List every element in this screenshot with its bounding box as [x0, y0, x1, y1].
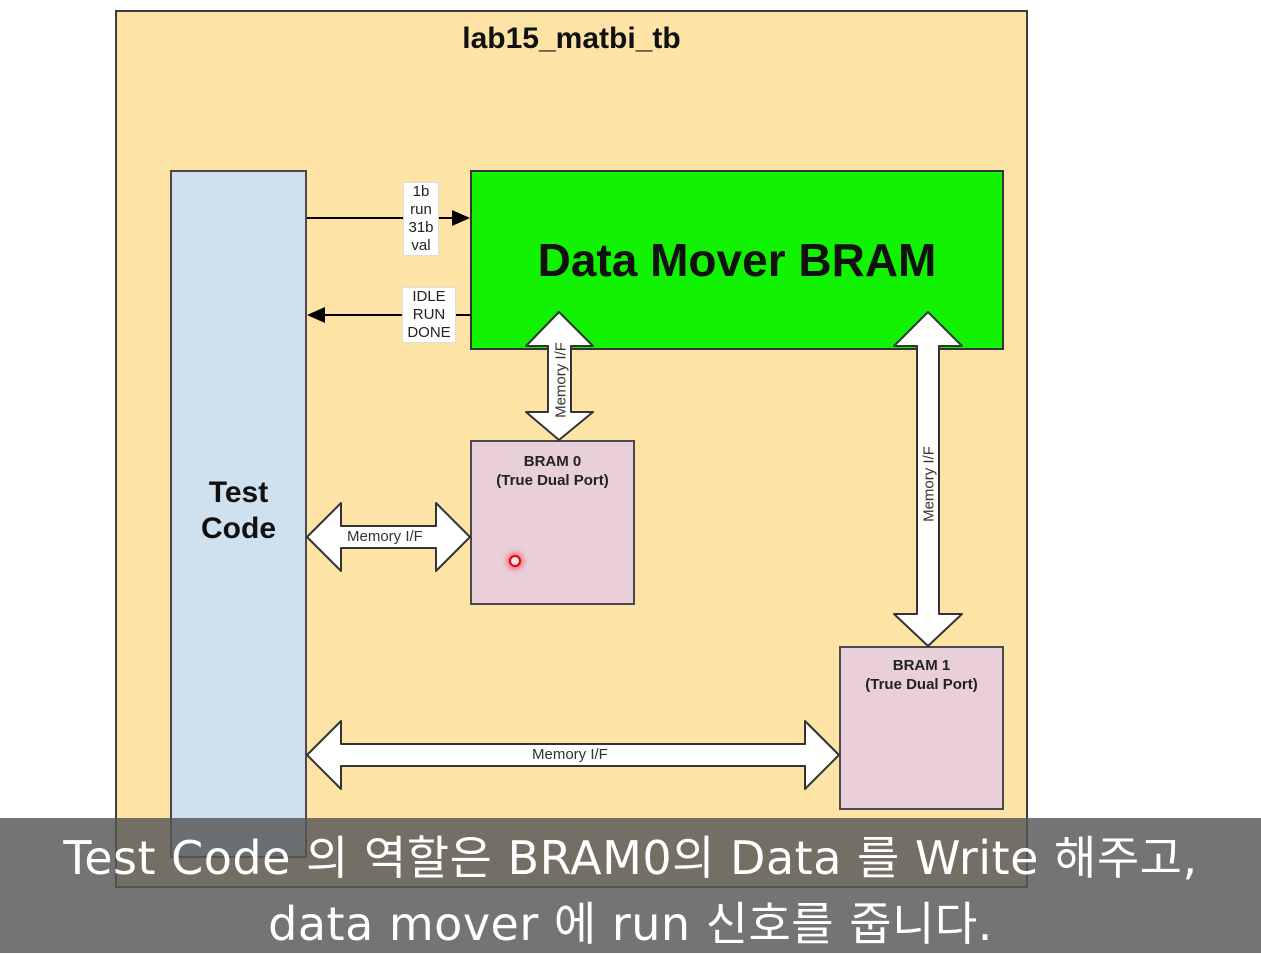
test-code-label: Test Code — [170, 475, 307, 547]
state-signal-label-line: DONE — [407, 324, 451, 341]
testcode-bram0-memory-arrow — [306, 502, 471, 572]
memory-if-label-mover-bram1: Memory I/F — [920, 446, 938, 522]
run-signal-label-line: 1b — [412, 183, 430, 200]
bram1-block — [839, 646, 1004, 810]
bram0-label: BRAM 0 (True Dual Port) — [470, 452, 635, 490]
memory-if-label-bram1: Memory I/F — [532, 746, 608, 763]
data-mover-label: Data Mover BRAM — [537, 234, 937, 286]
subtitle-line-1: Test Code 의 역할은 BRAM0의 Data 를 Write 해주고, — [63, 831, 1198, 885]
run-signal-label-line: val — [411, 237, 431, 254]
pointer-cursor-icon — [509, 555, 521, 567]
diagram-title: lab15_matbi_tb — [462, 22, 681, 55]
bram0-block — [470, 440, 635, 605]
run-signal-label-line: run — [410, 201, 432, 218]
run-signal-arrowhead — [452, 210, 470, 226]
testcode-bram1-memory-arrow — [306, 720, 840, 790]
bram1-type: (True Dual Port) — [865, 676, 978, 693]
state-signal-label: IDLE RUN DONE — [402, 287, 456, 343]
bram0-type: (True Dual Port) — [496, 472, 609, 489]
data-mover-block — [470, 170, 1004, 350]
test-code-label-line1: Test — [208, 476, 269, 509]
state-signal-label-line: RUN — [412, 306, 446, 323]
run-signal-label: 1b run 31b val — [403, 182, 439, 256]
bram1-name: BRAM 1 — [892, 657, 951, 674]
bram1-label: BRAM 1 (True Dual Port) — [839, 656, 1004, 694]
state-signal-label-line: IDLE — [412, 288, 446, 305]
subtitle-bar — [0, 818, 1261, 953]
bram0-name: BRAM 0 — [523, 453, 582, 470]
mover-bram0-memory-arrow — [525, 311, 594, 441]
subtitle-line-2: data mover 에 run 신호를 줍니다. — [268, 897, 993, 951]
mover-bram1-memory-arrow — [893, 311, 963, 647]
state-signal-arrowhead — [307, 307, 325, 323]
memory-if-label-mover-bram0: Memory I/F — [552, 342, 570, 418]
run-signal-label-line: 31b — [408, 219, 434, 236]
memory-if-label-bram0: Memory I/F — [347, 528, 423, 545]
test-code-label-line2: Code — [201, 512, 276, 545]
